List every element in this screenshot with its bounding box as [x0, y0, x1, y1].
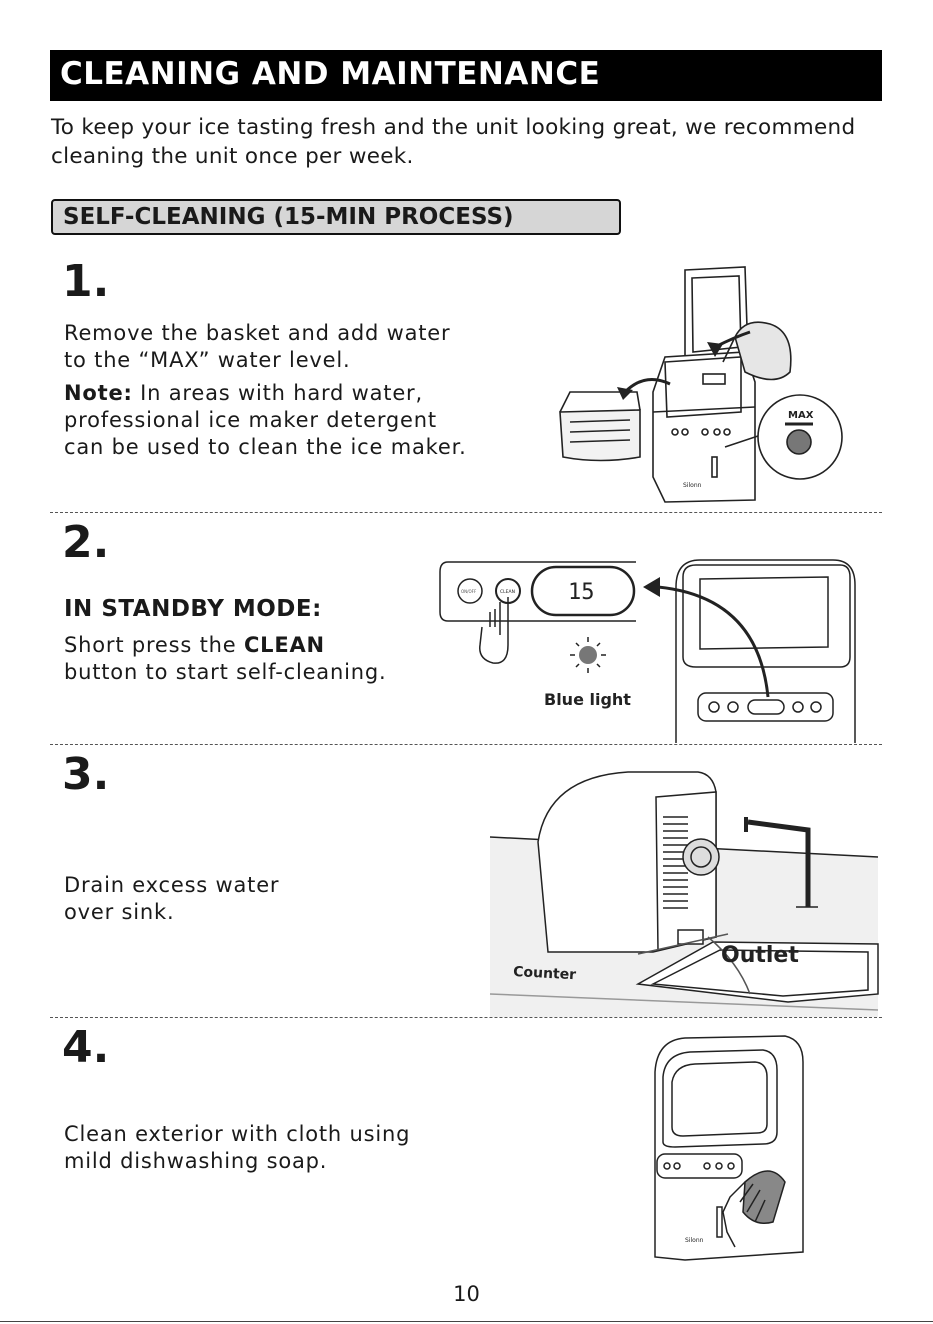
clean-word: CLEAN — [244, 633, 325, 657]
step-1-note: Note: In areas with hard water, — [64, 380, 467, 407]
step-4-number: 4. — [62, 1022, 109, 1073]
step-4-brand: Silonn — [685, 1237, 704, 1244]
section-title-bar: CLEANING AND MAINTENANCE — [50, 50, 882, 101]
max-label: MAX — [788, 410, 814, 421]
step-2-heading: IN STANDBY MODE: — [64, 596, 322, 622]
clean-button-label: CLEAN — [500, 589, 515, 595]
outlet-label: Outlet — [721, 943, 799, 968]
step-4-illustration: Silonn — [645, 1032, 810, 1262]
step-2-line-1: Short press the CLEAN — [64, 632, 386, 659]
step-1-brand: Silonn — [683, 482, 702, 489]
step-2-number: 2. — [62, 517, 109, 568]
step-1-text: Remove the basket and add water to the “… — [64, 320, 467, 461]
step-4-text: Clean exterior with cloth using mild dis… — [64, 1121, 410, 1175]
step-divider-1 — [50, 512, 882, 513]
step-1-number: 1. — [62, 256, 109, 307]
display-value: 15 — [568, 580, 595, 605]
step-4-line-2: mild dishwashing soap. — [64, 1148, 410, 1175]
subheading-box: SELF-CLEANING (15-MIN PROCESS) — [51, 199, 621, 235]
step-1-line-1: Remove the basket and add water — [64, 320, 467, 347]
subheading: SELF-CLEANING (15-MIN PROCESS) — [63, 204, 514, 230]
step-1-note-text: In areas with hard water, — [133, 381, 423, 405]
step-divider-2 — [50, 744, 882, 745]
step-4-line-1: Clean exterior with cloth using — [64, 1121, 410, 1148]
page-bottom-rule — [0, 1321, 933, 1322]
on-off-label: ON/OFF — [461, 589, 477, 594]
counter-label: Counter — [513, 964, 577, 983]
step-3-illustration: Outlet Counter — [488, 762, 881, 1018]
step-1-line-2: to the “MAX” water level. — [64, 347, 467, 374]
step-3-text: Drain excess water over sink. — [64, 872, 279, 926]
step-1-note-label: Note: — [64, 381, 133, 405]
blue-light-indicator — [579, 646, 597, 664]
step-1-note-line-3: can be used to clean the ice maker. — [64, 434, 467, 461]
step-3-line-2: over sink. — [64, 899, 279, 926]
step-3-number: 3. — [62, 749, 109, 800]
step-2-line-2: button to start self-cleaning. — [64, 659, 386, 686]
step-1-illustration: Silonn MAX — [555, 262, 850, 507]
step-3-line-1: Drain excess water — [64, 872, 279, 899]
blue-light-label: Blue light — [544, 690, 631, 709]
step-2-line-1-text: Short press the — [64, 633, 244, 657]
step-divider-3 — [50, 1017, 882, 1018]
step-2-text: Short press the CLEAN button to start se… — [64, 632, 386, 686]
step-2-illustration: ON/OFF CLEAN 15 Blue light — [438, 557, 858, 745]
page-number: 10 — [0, 1282, 933, 1306]
section-title: CLEANING AND MAINTENANCE — [60, 56, 600, 92]
max-level-indicator — [787, 430, 811, 454]
intro-paragraph: To keep your ice tasting fresh and the u… — [51, 113, 891, 171]
step-1-note-line-2: professional ice maker detergent — [64, 407, 467, 434]
